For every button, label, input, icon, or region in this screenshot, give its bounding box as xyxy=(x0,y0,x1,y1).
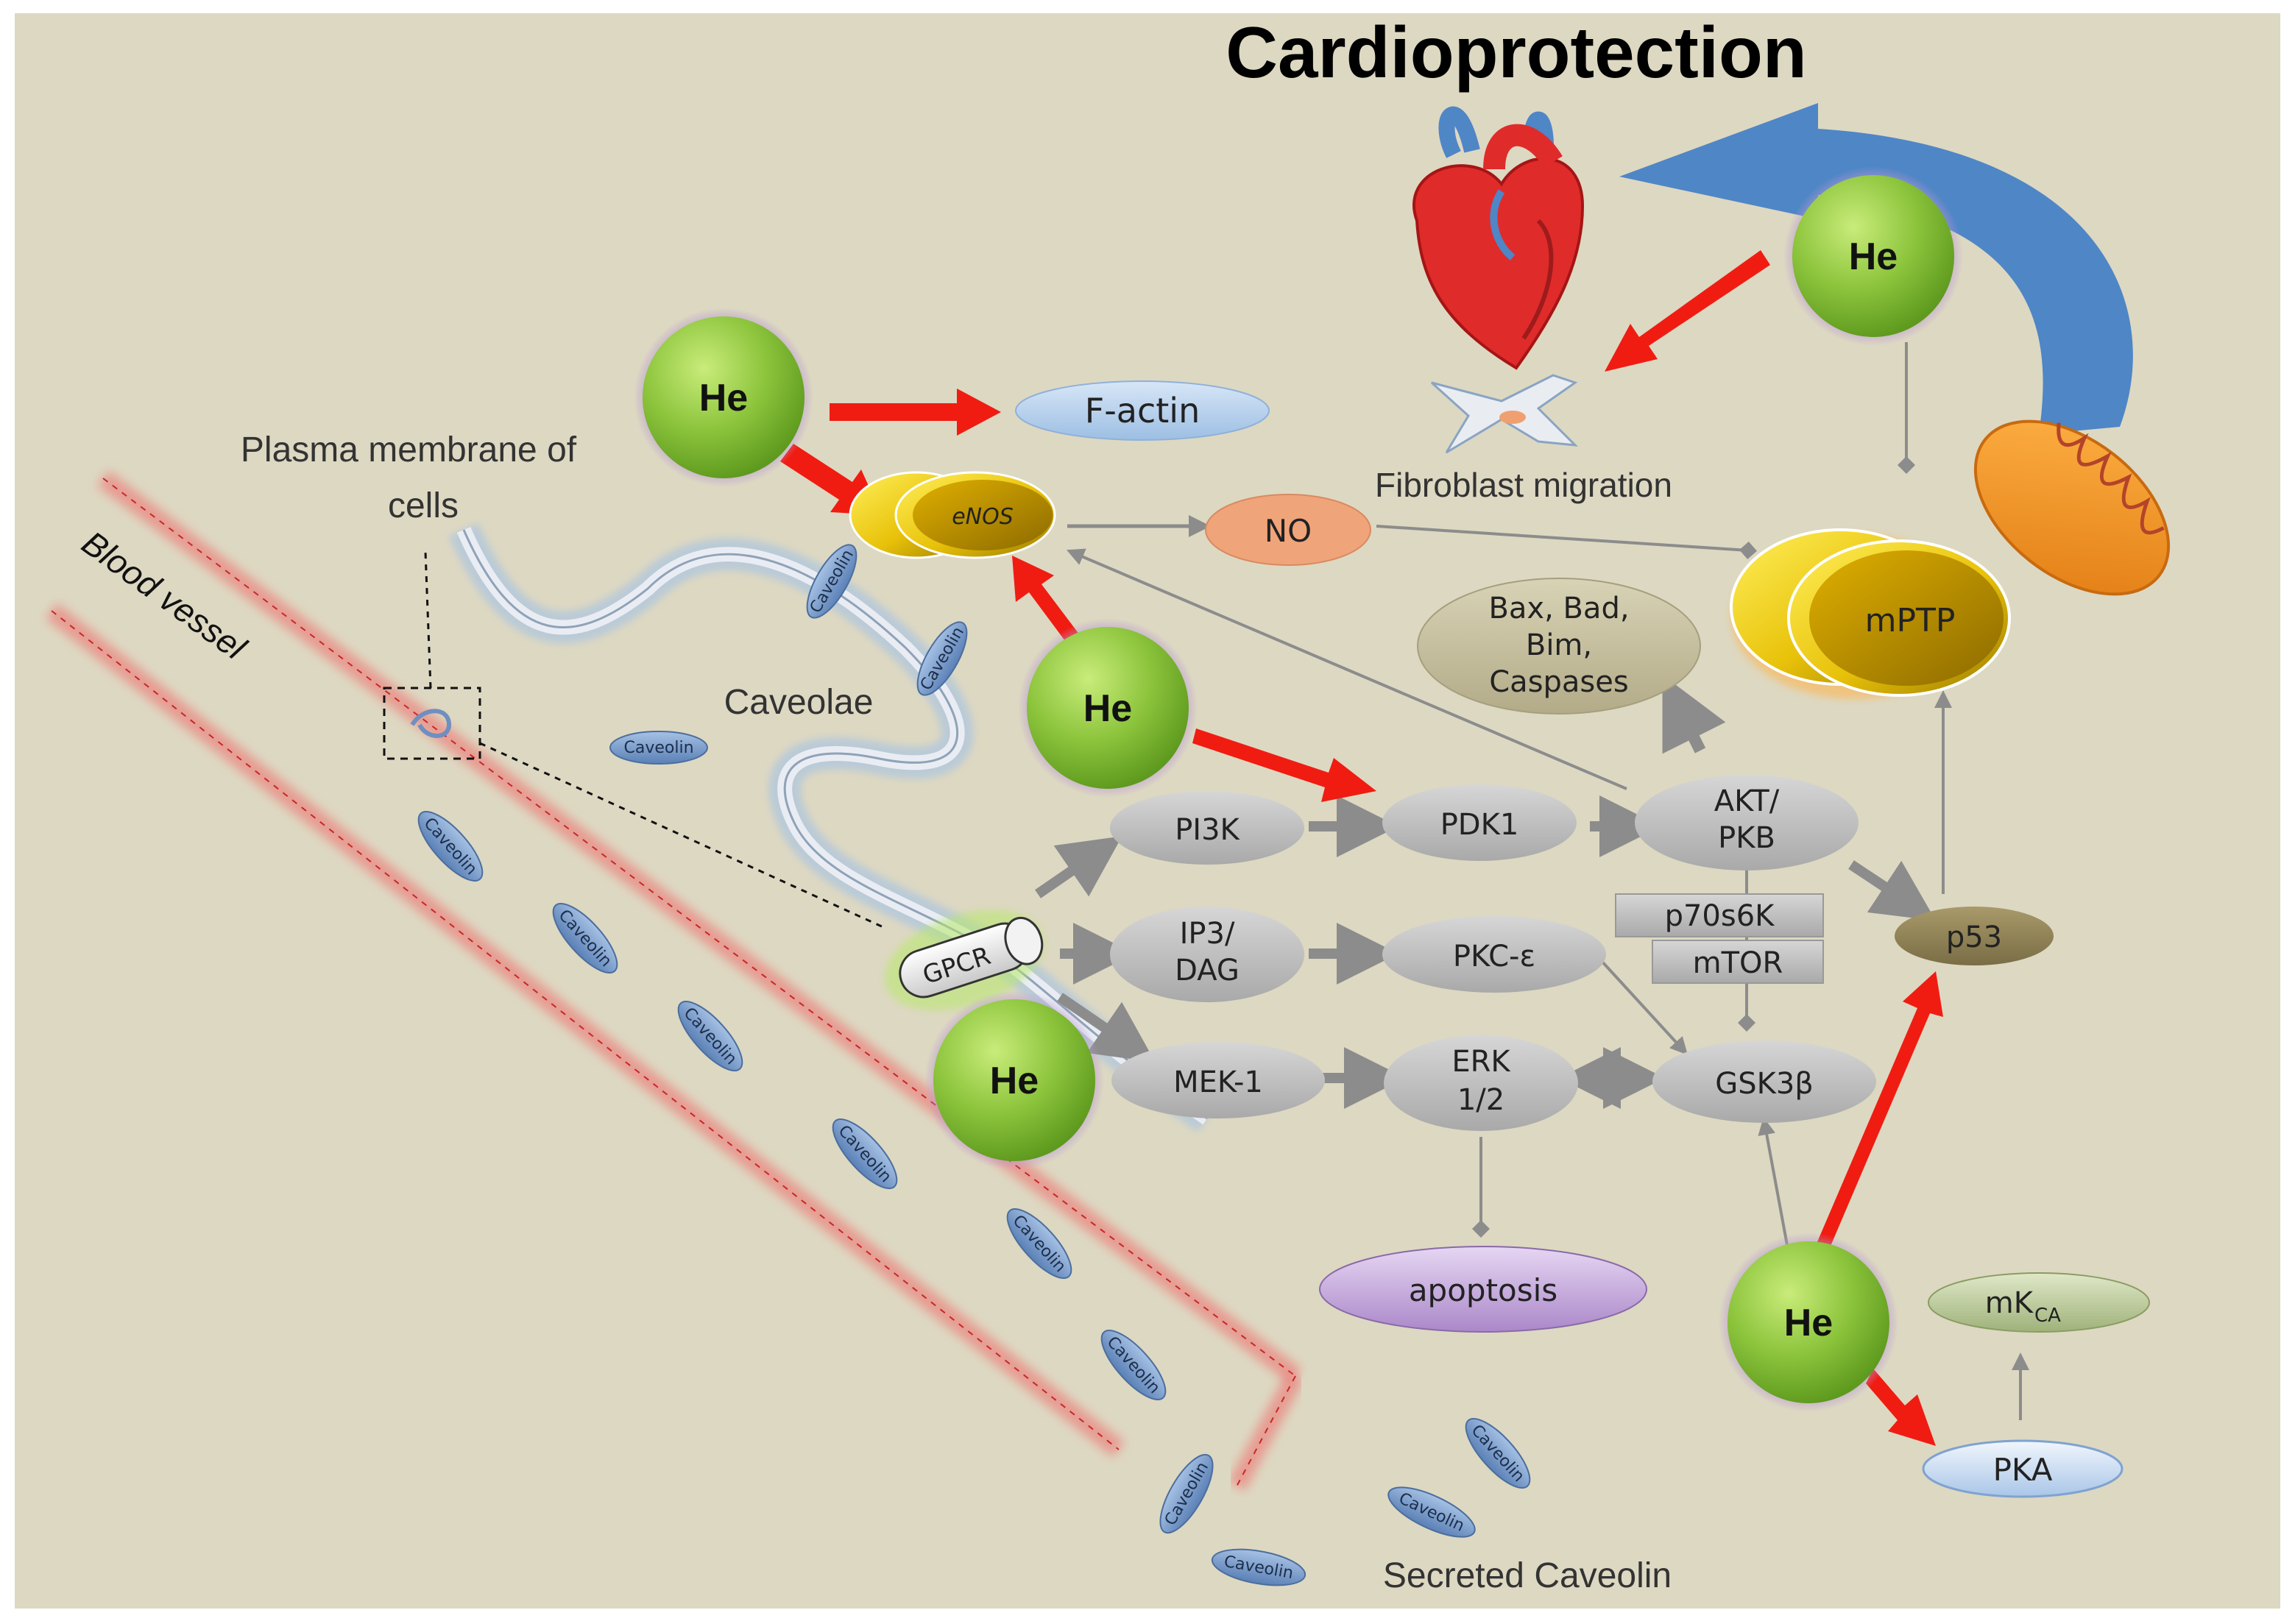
svg-text:DAG: DAG xyxy=(1175,954,1240,987)
svg-text:1/2: 1/2 xyxy=(1457,1083,1504,1117)
he-circle: He xyxy=(1719,1233,1898,1412)
cardioprotection-curved-arrow xyxy=(1619,103,2133,434)
svg-text:Caveolin: Caveolin xyxy=(623,739,693,757)
node-mtor: mTOR xyxy=(1652,940,1824,984)
svg-text:AKT/: AKT/ xyxy=(1714,784,1780,818)
svg-text:PKA: PKA xyxy=(1993,1452,2053,1488)
svg-text:He: He xyxy=(990,1060,1039,1102)
red-arrow-he-to-factin xyxy=(830,389,1001,436)
node-gpcr: GPCR xyxy=(884,909,1044,1011)
he-circle: He xyxy=(1018,618,1198,798)
svg-text:apoptosis: apoptosis xyxy=(1409,1272,1557,1308)
node-pka: PKA xyxy=(1922,1439,2124,1498)
red-arrow-he-to-p53 xyxy=(1817,971,1943,1249)
node-f-actin: F-actin xyxy=(1015,380,1270,441)
svg-text:ERK: ERK xyxy=(1451,1045,1511,1079)
node-gsk3b: GSK3β xyxy=(1652,1040,1876,1123)
mitochondrion-icon xyxy=(1973,419,2171,596)
svg-text:PI3K: PI3K xyxy=(1175,813,1240,847)
svg-text:GSK3β: GSK3β xyxy=(1715,1067,1814,1101)
he-circle: He xyxy=(1783,166,1963,346)
node-p70s6k: p70s6K xyxy=(1615,893,1824,937)
svg-text:Bax, Bad,: Bax, Bad, xyxy=(1488,592,1629,625)
svg-text:mPTP: mPTP xyxy=(1865,602,1956,639)
he-circle: He xyxy=(924,990,1104,1170)
svg-text:IP3/: IP3/ xyxy=(1180,917,1235,951)
node-p53: p53 xyxy=(1895,907,2054,965)
node-apoptosis: apoptosis xyxy=(1319,1246,1647,1333)
caveolin-particle: Caveolin xyxy=(609,731,708,765)
red-arrow-he2-to-pdk1 xyxy=(1192,728,1376,802)
svg-text:mTOR: mTOR xyxy=(1693,946,1783,980)
caveolin-particle: Caveolin xyxy=(1159,1453,1214,1534)
svg-text:MEK-1: MEK-1 xyxy=(1173,1065,1263,1099)
node-ip3-dag: IP3/ DAG xyxy=(1110,907,1304,1002)
red-arrow-he-to-pka xyxy=(1866,1369,1936,1446)
node-no: NO xyxy=(1205,494,1371,566)
svg-text:Bim,: Bim, xyxy=(1526,628,1592,662)
gray-arrows xyxy=(1035,342,2029,1420)
plasma-membrane-label: Plasma membrane of xyxy=(241,430,577,469)
svg-text:mK: mK xyxy=(1985,1286,2034,1320)
node-enos: eNOS xyxy=(849,471,1056,559)
node-mkca: mK CA xyxy=(1928,1272,2150,1333)
svg-text:He: He xyxy=(1784,1302,1833,1344)
membrane-zoom-indicator xyxy=(383,551,884,929)
red-arrow-he-to-fibroblast xyxy=(1605,250,1770,372)
fibroblast-migration-label: Fibroblast migration xyxy=(1375,466,1672,504)
page-title: Cardioprotection xyxy=(1226,12,1806,93)
svg-text:eNOS: eNOS xyxy=(952,504,1014,530)
svg-text:F-actin: F-actin xyxy=(1085,391,1200,430)
red-arrow-he2-to-enos xyxy=(1012,556,1080,644)
caveolin-particle: Caveolin xyxy=(1211,1548,1306,1586)
fibroblast-cell-icon xyxy=(1430,374,1579,454)
node-pdk1: PDK1 xyxy=(1382,784,1577,861)
node-mptp: mPTP xyxy=(1730,528,2011,699)
svg-text:PKB: PKB xyxy=(1718,821,1775,855)
node-erk: ERK 1/2 xyxy=(1384,1035,1578,1131)
svg-text:He: He xyxy=(1083,687,1132,730)
svg-text:NO: NO xyxy=(1265,513,1312,549)
svg-text:He: He xyxy=(1849,235,1898,278)
red-arrows xyxy=(780,250,1943,1446)
svg-text:p53: p53 xyxy=(1946,921,2002,954)
node-pkc-epsilon: PKC-ε xyxy=(1382,916,1606,993)
plasma-membrane-label-line2: cells xyxy=(388,486,459,525)
he-circle: He xyxy=(634,308,813,487)
svg-text:CA: CA xyxy=(2034,1305,2061,1327)
node-bax-bad-bim-caspases: Bax, Bad, Bim, Caspases xyxy=(1417,578,1701,715)
svg-text:Caspases: Caspases xyxy=(1489,665,1628,699)
svg-text:He: He xyxy=(699,377,748,419)
heart-icon xyxy=(1412,106,1585,370)
node-mek1: MEK-1 xyxy=(1111,1042,1325,1118)
svg-text:p70s6K: p70s6K xyxy=(1665,899,1776,933)
svg-text:PDK1: PDK1 xyxy=(1440,808,1519,842)
svg-text:PKC-ε: PKC-ε xyxy=(1453,940,1535,974)
node-akt-pkb: AKT/ PKB xyxy=(1635,775,1859,870)
blood-vessel xyxy=(45,470,1304,1492)
secreted-caveolin-label: Secreted Caveolin xyxy=(1383,1556,1672,1595)
caveolae-label: Caveolae xyxy=(724,683,874,722)
node-pi3k: PI3K xyxy=(1110,791,1304,865)
